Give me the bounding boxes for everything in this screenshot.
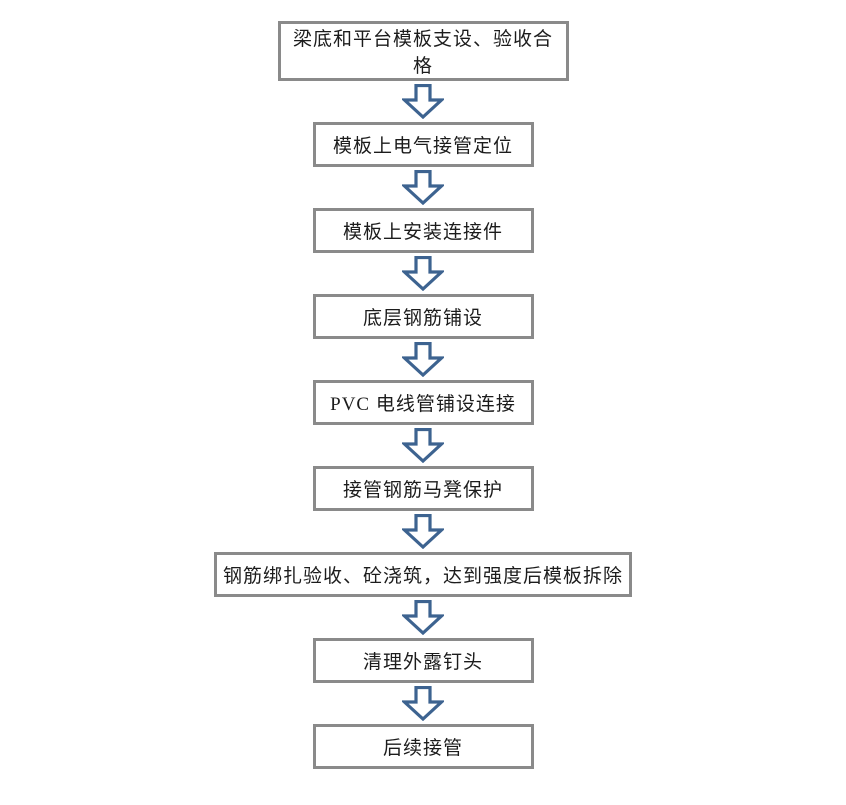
flow-connector bbox=[402, 339, 444, 380]
flow-step-pvc-conduit-laying: PVC 电线管铺设连接 bbox=[312, 380, 534, 425]
flow-connector bbox=[402, 683, 444, 724]
down-block-arrow-icon bbox=[402, 170, 444, 205]
down-block-arrow-icon bbox=[402, 686, 444, 721]
flow-step-label: 接管钢筋马凳保护 bbox=[342, 480, 503, 501]
flow-connector bbox=[402, 253, 444, 294]
flow-connector bbox=[402, 167, 444, 208]
down-block-arrow-icon bbox=[402, 428, 444, 463]
down-block-arrow-icon bbox=[402, 342, 444, 377]
flow-step-rebar-stool-protection: 接管钢筋马凳保护 bbox=[312, 466, 534, 511]
flow-step-label: PVC 电线管铺设连接 bbox=[330, 394, 516, 415]
flow-step-label: 梁底和平台模板支设、验收合格 bbox=[292, 29, 553, 77]
flow-connector bbox=[402, 511, 444, 552]
flow-step-formwork-acceptance: 梁底和平台模板支设、验收合格 bbox=[277, 21, 569, 81]
flow-step-concrete-pour-strip: 钢筋绑扎验收、砼浇筑，达到强度后模板拆除 bbox=[214, 552, 632, 597]
flow-step-label: 底层钢筋铺设 bbox=[362, 308, 483, 329]
down-block-arrow-icon bbox=[402, 84, 444, 119]
flow-step-install-connectors: 模板上安装连接件 bbox=[312, 208, 534, 253]
flow-step-follow-up-piping: 后续接管 bbox=[312, 724, 534, 769]
flow-step-bottom-rebar: 底层钢筋铺设 bbox=[312, 294, 534, 339]
flow-step-label: 模板上安装连接件 bbox=[342, 222, 503, 243]
flow-step-label: 钢筋绑扎验收、砼浇筑，达到强度后模板拆除 bbox=[223, 566, 624, 587]
flow-connector bbox=[402, 81, 444, 122]
down-block-arrow-icon bbox=[402, 514, 444, 549]
down-block-arrow-icon bbox=[402, 600, 444, 635]
flow-step-conduit-positioning: 模板上电气接管定位 bbox=[312, 122, 534, 167]
flow-step-clean-exposed-nails: 清理外露钉头 bbox=[312, 638, 534, 683]
flow-connector bbox=[402, 425, 444, 466]
flow-step-label: 清理外露钉头 bbox=[362, 652, 483, 673]
down-block-arrow-icon bbox=[402, 256, 444, 291]
flow-step-label: 后续接管 bbox=[382, 738, 463, 759]
flow-connector bbox=[402, 597, 444, 638]
flow-step-label: 模板上电气接管定位 bbox=[332, 136, 513, 157]
